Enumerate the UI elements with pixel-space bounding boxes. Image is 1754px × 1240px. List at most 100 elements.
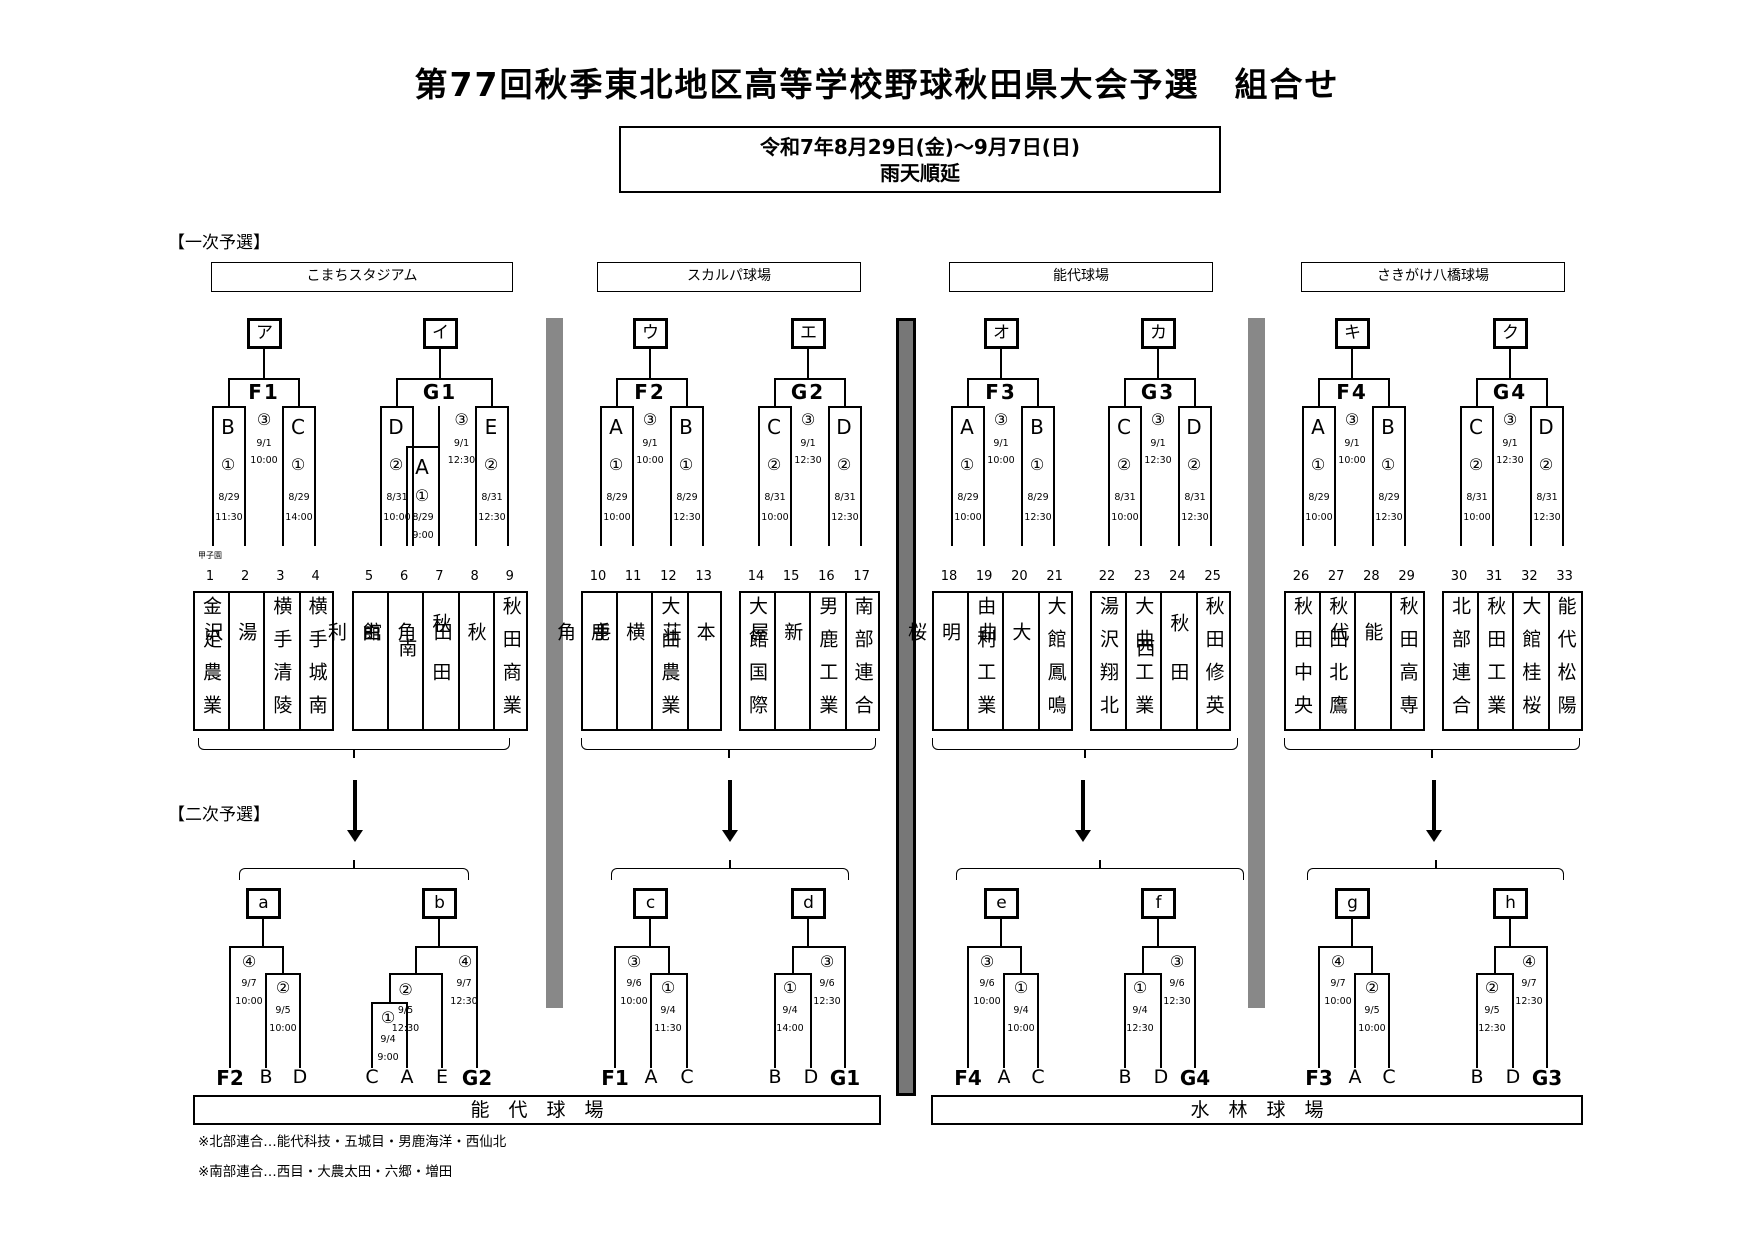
arrow-shaft-3 xyxy=(1432,780,1436,830)
final-date-0: 9/1 xyxy=(256,438,272,449)
second-semi-bar-3 xyxy=(774,973,812,975)
second-semi-date-2: 9/4 xyxy=(660,1005,676,1016)
brace2-0 xyxy=(239,868,469,880)
left-slot-7: C xyxy=(1469,415,1483,439)
second-semi-left-6 xyxy=(1354,973,1356,1068)
team-number-24: 25 xyxy=(1204,569,1221,584)
team-sep-27 xyxy=(1354,592,1356,730)
second-top-box-7: h xyxy=(1493,888,1528,919)
second-semi-left-5 xyxy=(1124,973,1126,1068)
left-date-0: 8/29 xyxy=(218,492,240,503)
right-edge-7 xyxy=(1530,406,1532,546)
second-top-box-3: d xyxy=(791,888,826,919)
left-edge2-6 xyxy=(1334,406,1336,546)
second-slot-6-1: A xyxy=(1348,1066,1362,1088)
second-semi-left-3 xyxy=(774,973,776,1068)
team-number-30: 31 xyxy=(1485,569,1503,584)
second-slot-1-2: E xyxy=(435,1066,448,1088)
team-name-29: 北部連合 xyxy=(1449,596,1471,728)
final-date-4: 9/1 xyxy=(993,438,1009,449)
second-slot-5-2: G4 xyxy=(1179,1066,1211,1090)
venue-komachi: こまちスタジアム xyxy=(211,262,513,292)
group-name-4: F3 xyxy=(985,380,1017,404)
arrow-head-1 xyxy=(722,830,738,842)
second-semi-round-4: ① xyxy=(1013,978,1029,997)
right-edge-5 xyxy=(1178,406,1180,546)
team-sep-20 xyxy=(1038,592,1040,730)
team-number-28: 29 xyxy=(1398,569,1415,584)
team-number-16: 17 xyxy=(853,569,870,584)
right-seed-2: ① xyxy=(678,455,694,474)
second-semi-date-4: 9/4 xyxy=(1013,1005,1029,1016)
left-cap-3 xyxy=(758,406,792,408)
left-edge-5 xyxy=(1108,406,1110,546)
group-bar-left-2 xyxy=(616,378,618,408)
team-number-17: 18 xyxy=(940,569,958,584)
right-time-4: 12:30 xyxy=(1024,512,1052,523)
final-time-5: 12:30 xyxy=(1144,455,1172,466)
left-slot-2: A xyxy=(609,415,623,439)
second-semi-date-6: 9/5 xyxy=(1364,1005,1380,1016)
left-date-2: 8/29 xyxy=(606,492,628,503)
divider-3 xyxy=(1248,318,1265,1008)
team-sep-15 xyxy=(809,592,811,730)
group-bar-0 xyxy=(228,378,300,380)
team-number-31: 32 xyxy=(1521,569,1538,584)
left-seed-1: ② xyxy=(388,455,404,474)
second-slot-4-1: A xyxy=(997,1066,1011,1088)
left-seed-7: ② xyxy=(1468,455,1484,474)
final-date-7: 9/1 xyxy=(1502,438,1518,449)
left-cap-1 xyxy=(380,406,414,408)
second-final-round-5: ③ xyxy=(1169,952,1185,971)
second-top-box-4: e xyxy=(984,888,1019,919)
left-edge2-0 xyxy=(244,406,246,546)
group-bar-right-5 xyxy=(1194,378,1196,408)
group-bar-1 xyxy=(396,378,493,380)
right-slot-1: E xyxy=(484,415,498,439)
brace-tip-1 xyxy=(727,750,730,758)
group-bar-5 xyxy=(1124,378,1196,380)
second-semi-date-7: 9/5 xyxy=(1484,1005,1500,1016)
group-stem-0 xyxy=(263,349,265,379)
second-final-bar-4 xyxy=(967,946,1022,948)
second-final-date-7: 9/7 xyxy=(1521,978,1537,989)
left-cap-2 xyxy=(600,406,634,408)
team-name-8: 秋田商業 xyxy=(499,596,522,728)
mid-slot-1: A xyxy=(415,455,429,479)
final-round-3: ③ xyxy=(800,410,816,429)
arrow-head-0 xyxy=(347,830,363,842)
team-number-21: 22 xyxy=(1098,569,1116,584)
group-top-box-2: ウ xyxy=(633,318,668,349)
team-number-15: 16 xyxy=(818,569,835,584)
right-slot-5: D xyxy=(1186,415,1202,439)
team-name-14: 新屋 xyxy=(747,621,804,703)
mid-cap-1 xyxy=(406,446,440,448)
left-slot-4: A xyxy=(960,415,974,439)
second-slot-0-1: B xyxy=(259,1066,273,1088)
second-final-left-0 xyxy=(229,946,231,1068)
group-bar-6 xyxy=(1318,378,1390,380)
second-slot-1-1: A xyxy=(400,1066,414,1088)
second-semi-bar-6 xyxy=(1354,973,1390,975)
second-semi-time-0: 10:00 xyxy=(269,1023,297,1034)
second-semi-right-0 xyxy=(299,973,301,1068)
right-slot-0: C xyxy=(291,415,305,439)
arrow-head-2 xyxy=(1075,830,1091,842)
second-semi-bar-5 xyxy=(1124,973,1162,975)
left-edge2-7 xyxy=(1492,406,1494,546)
second-q-date-1: 9/4 xyxy=(380,1034,396,1045)
left-edge-0 xyxy=(212,406,214,546)
second-semi-round-7: ② xyxy=(1484,978,1500,997)
left-cap-4 xyxy=(951,406,985,408)
group-bar-left-7 xyxy=(1476,378,1478,408)
second-final-date-0: 9/7 xyxy=(241,978,257,989)
team-sep-8 xyxy=(493,592,495,730)
team-sep-10 xyxy=(616,592,618,730)
team-name-0: 金足農業 xyxy=(200,596,222,728)
second-semi-date-0: 9/5 xyxy=(275,1005,291,1016)
right-slot-6: B xyxy=(1381,415,1395,439)
stadium-mizubayashi: 水 林 球 場 xyxy=(931,1095,1583,1125)
second-final-right-7 xyxy=(1546,946,1548,1068)
left-time-1: 10:00 xyxy=(383,512,411,523)
second-semi-left-0 xyxy=(265,973,267,1068)
